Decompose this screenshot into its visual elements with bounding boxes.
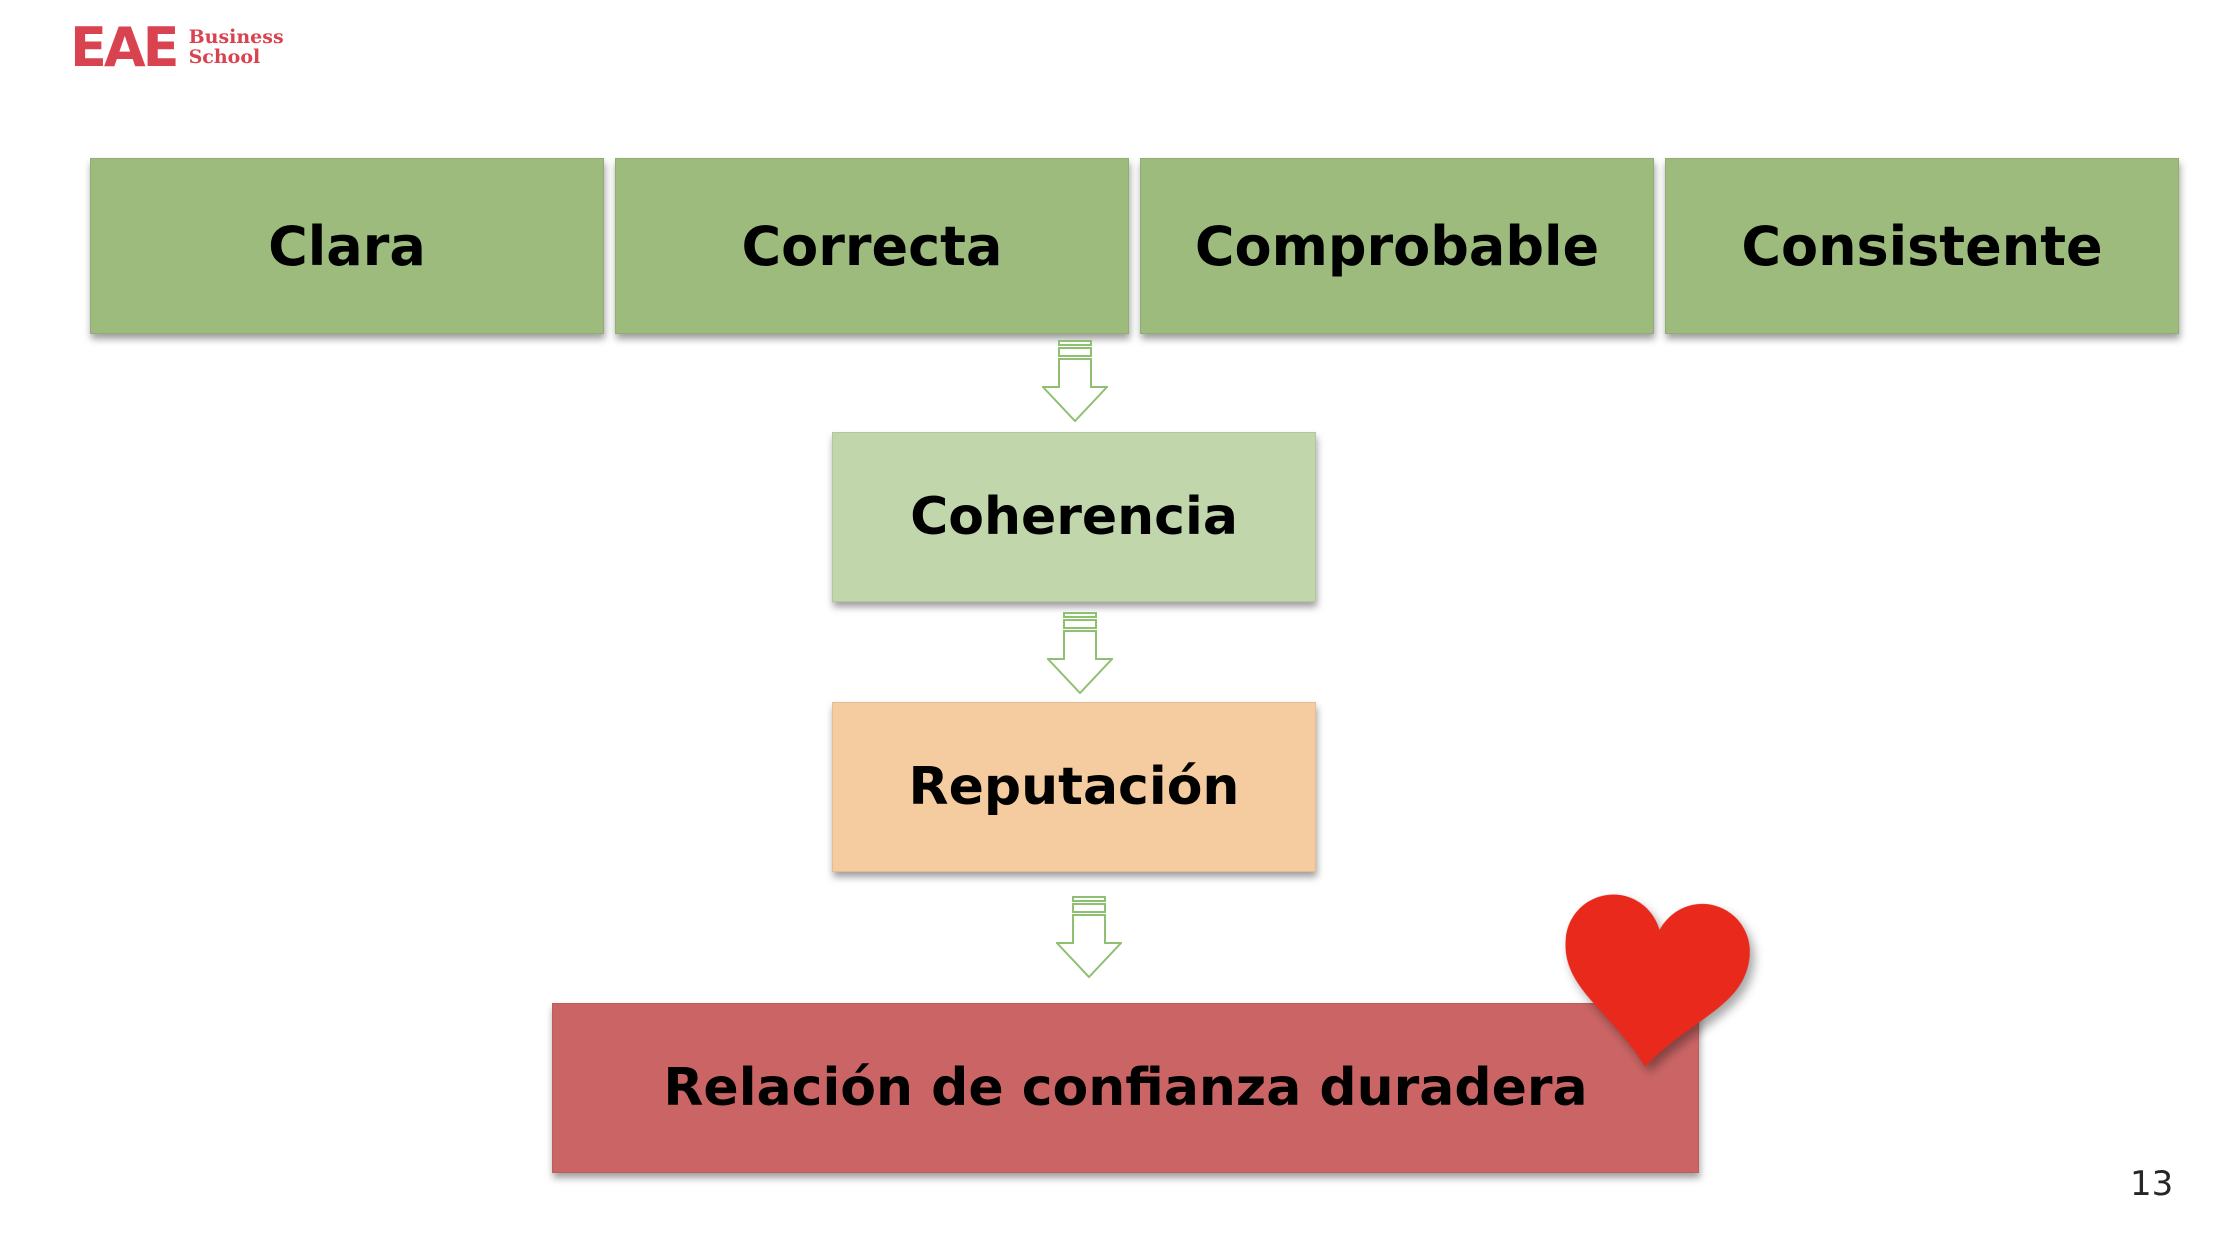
eae-logo-acronym: EAE (70, 16, 180, 79)
coherencia-box: Coherencia (832, 432, 1316, 602)
criteria-label-consistente: Consistente (1741, 214, 2103, 278)
criteria-label-comprobable: Comprobable (1194, 214, 1600, 278)
criteria-box-correcta: Correcta (615, 158, 1129, 334)
reputacion-label: Reputación (908, 757, 1240, 817)
logo-business-line: Business (188, 25, 284, 48)
striped-down-arrow-icon (1047, 612, 1113, 694)
striped-down-arrow-icon (1056, 896, 1122, 978)
criteria-row: Clara Correcta Comprobable Consistente (90, 158, 2179, 334)
criteria-box-clara: Clara (90, 158, 604, 334)
criteria-label-clara: Clara (268, 214, 426, 278)
eae-logo: EAE Business School (70, 16, 284, 79)
reputacion-box: Reputación (832, 702, 1316, 872)
logo-school-line: School (188, 46, 261, 69)
criteria-label-correcta: Correcta (741, 214, 1003, 278)
criteria-box-comprobable: Comprobable (1140, 158, 1654, 334)
criteria-box-consistente: Consistente (1665, 158, 2179, 334)
eae-logo-school-text: Business School (189, 27, 284, 69)
page-number: 13 (2130, 1164, 2174, 1204)
heart-icon (1565, 894, 1750, 1067)
relacion-confianza-box: Relación de confianza duradera (552, 1003, 1699, 1173)
coherencia-label: Coherencia (910, 487, 1238, 547)
relacion-confianza-label: Relación de confianza duradera (663, 1058, 1588, 1118)
striped-down-arrow-icon (1042, 340, 1108, 422)
